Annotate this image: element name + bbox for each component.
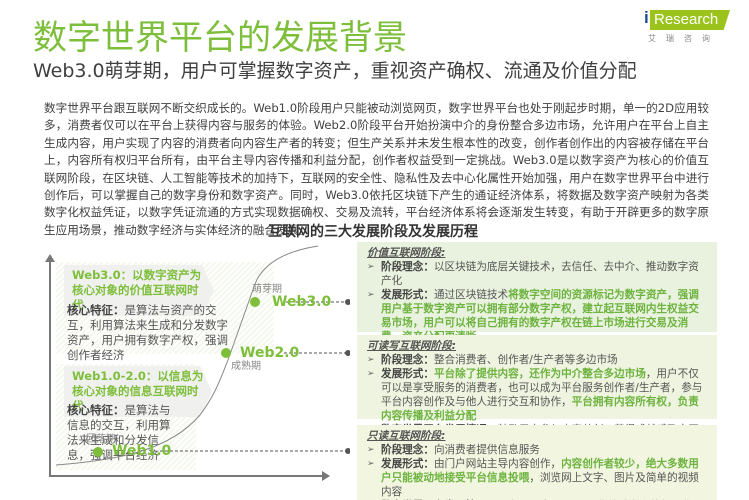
intro-paragraph: 数字世界平台跟互联网不断交织成长的。Web1.0阶段用户只能被动浏览网页，数字世… <box>44 101 709 237</box>
item-key: 发展形式： <box>381 368 434 380</box>
item-text: 整合消费者、创作者/生产者等多边市场 <box>433 354 618 366</box>
era-head-web12: Web1.0-2.0：以信息为核心对象的信息互联网时代 <box>64 366 212 417</box>
x-axis <box>49 475 324 477</box>
item-key: 阶段理念： <box>381 354 434 366</box>
arrow-bullet-icon: ➢ <box>367 262 375 272</box>
arrow-bullet-icon: ➢ <box>367 445 375 455</box>
era-desc-text: 是算法与信息的交互，利用算法来生成和分发信息，强调平台经济 <box>67 403 171 462</box>
item-text: 以区块链为底层关键技术，去信任、去中介、推动数字资产化 <box>381 261 699 287</box>
era-desc-text: 是算法与资产的交互，利用算法来生成和分发数字资产，用户拥有数字产权，强调创作者经… <box>67 303 228 362</box>
item-text: 向消费者提供信息服务 <box>433 444 540 456</box>
item-key: 阶段理念： <box>381 261 434 273</box>
panel-bullet-item: ➢ 阶段理念：整合消费者、创作者/生产者等多边市场 <box>367 353 709 367</box>
item-key: 阶段理念： <box>381 444 434 456</box>
item-text: ，用户不仅可以是享受服务的消费者，也可以成为平台服务创作者/生产者，参与平台内容… <box>381 368 703 408</box>
panel-title: 只读互联网阶段: <box>367 430 446 442</box>
internet-stages-diagram: Web3.0：以数字资产为核心对象的价值互联网时代 核心特征：是算法与资产的交互… <box>0 240 350 500</box>
logo-badge <box>650 10 730 30</box>
item-text: 通过区块链技术 <box>433 289 509 301</box>
panel-read-write-internet: 可读写互联网阶段: ➢阶段理念：整合消费者、创作者/生产者等多边市场➢发展形式：… <box>357 335 717 464</box>
arrow-bullet-icon: ➢ <box>367 459 375 469</box>
era-desc-key: 核心特征： <box>67 303 125 317</box>
stage-label-decline: 回落期 <box>86 434 116 445</box>
panel-read-only-internet: 只读互联网阶段: ➢ 阶段理念：向消费者提供信息服务 ➢ 发展形式：由门户网站主导内容… <box>357 425 717 500</box>
stage-label-mature: 成熟期 <box>231 361 261 372</box>
highlight-text: 平台拥有内容所有权，负责内容传播及利益分配 <box>381 396 699 422</box>
era-desc-web3: 核心特征：是算法与资产的交互，利用算法来生成和分发数字资产，用户拥有数字产权，强… <box>67 303 237 363</box>
item-key: 发展形式： <box>381 289 434 301</box>
highlight-text: 内容创作者较少，绝大多数用户只能被动地接受平台信息投喂 <box>381 458 699 484</box>
arrow-bullet-icon: ➢ <box>367 355 375 365</box>
era-head-web3: Web3.0：以数字资产为核心对象的价值互联网时代 <box>64 265 214 316</box>
panel-value-internet: 价值互联网阶段: ➢阶段理念：以区块链为底层关键技术，去信任、去中介、推动数字资… <box>357 242 717 385</box>
logo-chinese: 艾瑞咨询 <box>648 34 720 43</box>
panel-bullet-item: ➢ 发展形式：通过区块链技术将数字空间的资源标记为数字资产，强调用户基于数字资产可… <box>367 288 709 344</box>
arrow-bullet-icon: ➢ <box>367 290 375 300</box>
iresearch-logo: i Research 艾瑞咨询 <box>642 6 742 44</box>
era-desc-key: 核心特征： <box>67 403 125 417</box>
diagram-title: 互联网的三大发展阶段及发展历程 <box>268 224 478 240</box>
logo-text: Research <box>654 11 719 28</box>
item-key: 发展形式： <box>381 458 434 470</box>
stage-label-emerging: 萌芽期 <box>252 284 282 295</box>
item-text: 由门户网站主导内容创作， <box>433 458 562 470</box>
y-axis <box>49 258 51 476</box>
highlight-text: 平台除了提供内容，还作为中介整合多边市场 <box>433 368 646 380</box>
x-axis-arrow-icon <box>322 471 330 481</box>
logo-i: i <box>644 8 649 27</box>
page-title: 数字世界平台的发展背景 <box>33 18 407 58</box>
panel-title: 可读写互联网阶段: <box>367 340 456 352</box>
highlight-text: 将数字空间的资源标记为数字资产，强调用户基于数字资产可以拥有部分数字产权，建立起… <box>381 289 699 343</box>
panel-bullet-item: ➢ 阶段理念：向消费者提供信息服务 <box>367 443 709 457</box>
point-label-web2: Web2.0 <box>240 345 300 361</box>
panel-bullet-item: ➢ 阶段理念：以区块链为底层关键技术，去信任、去中介、推动数字资产化 <box>367 260 709 288</box>
panel-title: 价值互联网阶段: <box>367 247 446 259</box>
panel-bullet-item: ➢ 发展形式：由门户网站主导内容创作，内容创作者较少，绝大多数用户只能被动地接受平… <box>367 457 709 499</box>
point-label-web3: Web3.0 <box>272 294 332 310</box>
panel-bullet-item: ➢ 发展形式：平台除了提供内容，还作为中介整合多边市场，用户不仅可以是享受服务的消… <box>367 367 709 423</box>
point-label-web1: Web1.0 <box>112 443 172 459</box>
arrow-bullet-icon: ➢ <box>367 369 375 379</box>
page-subtitle: Web3.0萌芽期，用户可掌握数字资产，重视资产确权、流通及价值分配 <box>33 60 637 82</box>
growth-curve <box>55 245 350 466</box>
item-text: ，浏览网上文字、图片及简单的视频内容 <box>381 472 699 498</box>
era-desc-web12: 核心特征：是算法与信息的交互，利用算法来生成和分发信息，强调平台经济 <box>67 403 172 463</box>
